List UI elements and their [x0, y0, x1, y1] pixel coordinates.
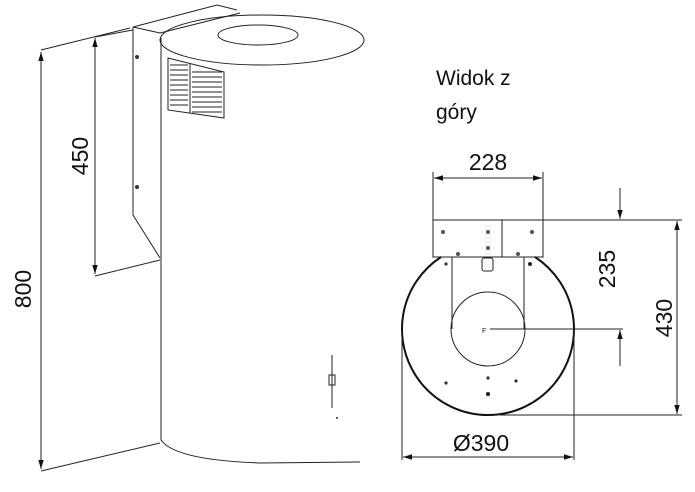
dimension-228: 228 [432, 149, 544, 220]
wall-bracket [132, 27, 161, 259]
center-mark: F [482, 328, 486, 335]
side-view: 800 450 [10, 4, 365, 472]
hood-top-outline: F [401, 256, 623, 417]
top-view-caption-line1: Widok z [436, 67, 511, 90]
vent-grille-icon [167, 57, 225, 119]
dimension-label-228: 228 [469, 149, 507, 175]
dimension-label-430: 430 [651, 299, 677, 337]
dimension-430: 430 [500, 221, 682, 416]
dimension-label-450: 450 [67, 137, 93, 175]
bracket-plate [432, 219, 544, 258]
dimension-450: 450 [67, 29, 161, 277]
top-view: F 228 235 430 Ø390 [401, 149, 682, 460]
dimension-label-800: 800 [10, 270, 36, 308]
dimension-label-diameter: Ø390 [453, 430, 509, 456]
control-panel-icon [328, 355, 338, 419]
dimension-label-235: 235 [594, 250, 620, 288]
top-view-caption-line2: góry [436, 101, 477, 124]
dimension-235: 235 [543, 188, 682, 366]
dimension-diameter-390: Ø390 [401, 330, 575, 460]
dimension-800: 800 [10, 27, 161, 472]
hood-cylinder [132, 4, 365, 464]
